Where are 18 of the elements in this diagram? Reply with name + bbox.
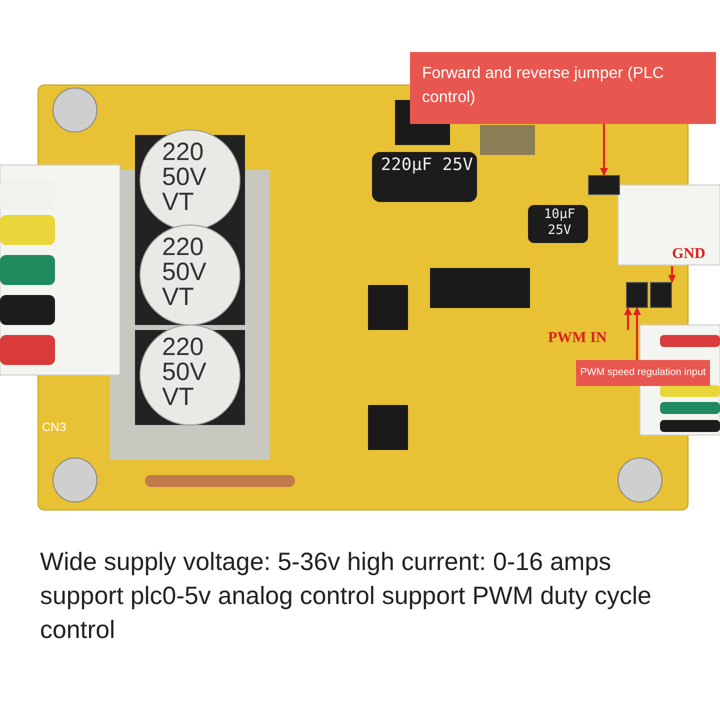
- arrow: [668, 266, 676, 283]
- capacitor-marking: 220μF 25V: [380, 155, 473, 175]
- capacitor-marking: 220 50V VT: [162, 140, 208, 215]
- callout-text: PWM IN: [548, 330, 628, 352]
- capacitor-marking: 10μF 25V: [542, 207, 576, 239]
- header-pin: [626, 282, 648, 308]
- capacitor-marking: 220 50V VT: [162, 235, 208, 310]
- jumper-header: [588, 175, 620, 195]
- callout-box: Forward and reverse jumper (PLC control): [410, 52, 716, 124]
- arrow: [633, 307, 641, 360]
- header-pin: [650, 282, 672, 308]
- caption: Wide supply voltage: 5-36v high current: 0-16 amps support plc0-5v analog control support PWM duty cycle control: [40, 547, 652, 646]
- callout-text: GND: [672, 246, 718, 266]
- callout-box: PWM speed regulation input: [576, 360, 710, 386]
- capacitor-marking: 220 50V VT: [162, 335, 208, 410]
- arrow: [624, 307, 632, 330]
- silkscreen-label: CN3: [42, 420, 66, 434]
- arrow: [600, 124, 608, 176]
